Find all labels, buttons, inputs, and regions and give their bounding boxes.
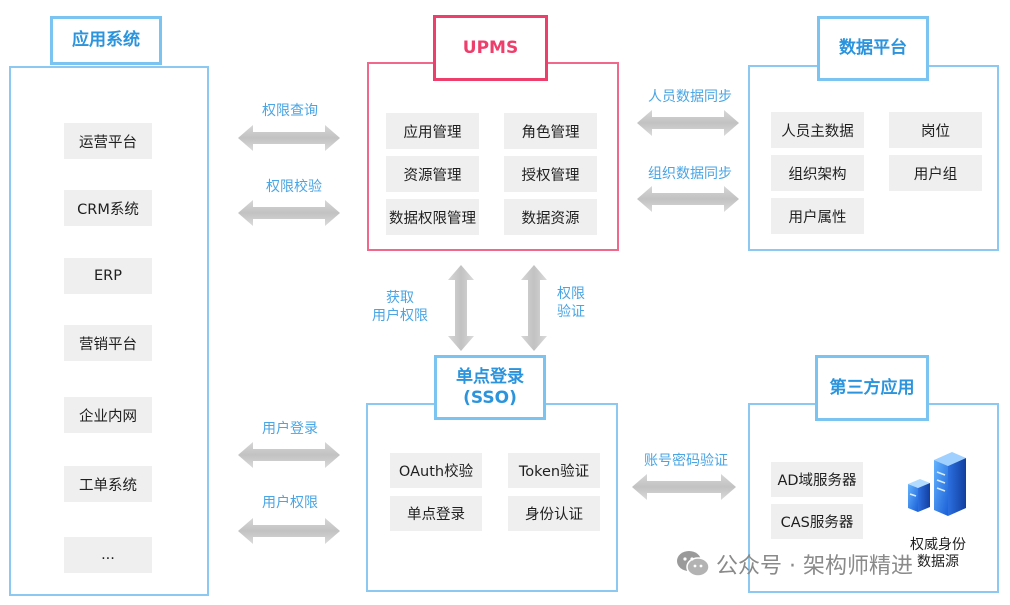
app-system-title: 应用系统 — [50, 16, 162, 65]
sso-title: 单点登录 (SSO) — [434, 355, 546, 420]
dp-item-user-group[interactable]: 用户组 — [889, 155, 982, 191]
arrow-user-login — [238, 442, 340, 468]
sso-item-sso-login[interactable]: 单点登录 — [390, 496, 482, 531]
app-item-ops[interactable]: 运营平台 — [64, 123, 152, 159]
sso-title-line1: 单点登录 — [456, 366, 524, 387]
app-item-erp[interactable]: ERP — [64, 258, 152, 294]
arrow-org-sync — [637, 186, 739, 212]
sso-item-oauth[interactable]: OAuth校验 — [390, 453, 482, 488]
label-get-user-perm-line1: 获取 — [386, 290, 414, 306]
label-get-user-perm: 获取 用户权限 — [362, 289, 438, 325]
third-party-title: 第三方应用 — [815, 355, 929, 421]
upms-item-resource-mgmt[interactable]: 资源管理 — [386, 156, 479, 192]
app-item-intranet[interactable]: 企业内网 — [64, 397, 152, 433]
label-user-perm: 用户权限 — [262, 495, 318, 511]
app-item-crm[interactable]: CRM系统 — [64, 190, 152, 226]
upms-item-role-mgmt[interactable]: 角色管理 — [504, 113, 597, 149]
app-item-more[interactable]: ... — [64, 537, 152, 573]
label-perm-verify: 权限 验证 — [548, 285, 594, 321]
dp-item-org-structure[interactable]: 组织架构 — [771, 155, 864, 191]
arrow-perm-check — [238, 200, 340, 226]
data-platform-title: 数据平台 — [817, 16, 929, 81]
dp-item-user-attr[interactable]: 用户属性 — [771, 198, 864, 234]
upms-item-data-perm-mgmt[interactable]: 数据权限管理 — [386, 199, 479, 235]
label-perm-verify-line1: 权限 — [557, 286, 585, 302]
label-perm-check: 权限校验 — [266, 179, 322, 195]
tp-item-ad-server[interactable]: AD域服务器 — [771, 462, 863, 497]
arrow-perm-query — [238, 125, 340, 151]
arrow-perm-verify — [521, 265, 547, 351]
arrow-get-user-perm — [448, 265, 474, 351]
arrow-user-perm — [238, 518, 340, 544]
upms-item-app-mgmt[interactable]: 应用管理 — [386, 113, 479, 149]
watermark-text: 公众号 · 架构师精进 — [716, 554, 913, 579]
label-perm-verify-line2: 验证 — [557, 304, 585, 320]
label-account-pwd-verify: 账号密码验证 — [644, 453, 728, 469]
label-get-user-perm-line2: 用户权限 — [372, 308, 428, 324]
auth-source-line2: 数据源 — [917, 554, 959, 570]
sso-item-identity-auth[interactable]: 身份认证 — [508, 496, 600, 531]
arrow-person-sync — [637, 110, 739, 136]
server-icon — [908, 452, 966, 516]
label-user-login: 用户登录 — [262, 421, 318, 437]
dp-item-person-master[interactable]: 人员主数据 — [771, 112, 864, 148]
arrow-account-pwd — [632, 474, 736, 500]
sso-item-token[interactable]: Token验证 — [508, 453, 600, 488]
sso-title-line2: (SSO) — [463, 387, 517, 408]
app-item-marketing[interactable]: 营销平台 — [64, 325, 152, 361]
dp-item-post[interactable]: 岗位 — [889, 112, 982, 148]
auth-source-label: 权威身份 数据源 — [897, 537, 979, 571]
tp-item-cas-server[interactable]: CAS服务器 — [771, 504, 863, 539]
upms-item-data-resource[interactable]: 数据资源 — [504, 199, 597, 235]
label-org-sync: 组织数据同步 — [648, 166, 732, 182]
upms-title: UPMS — [433, 15, 548, 81]
upms-item-grant-mgmt[interactable]: 授权管理 — [504, 156, 597, 192]
wechat-icon — [677, 551, 710, 577]
label-person-sync: 人员数据同步 — [648, 89, 732, 105]
auth-source-line1: 权威身份 — [910, 537, 966, 553]
app-item-ticket[interactable]: 工单系统 — [64, 466, 152, 502]
watermark: 公众号 · 架构师精进 — [676, 548, 913, 580]
label-perm-query: 权限查询 — [262, 103, 318, 119]
